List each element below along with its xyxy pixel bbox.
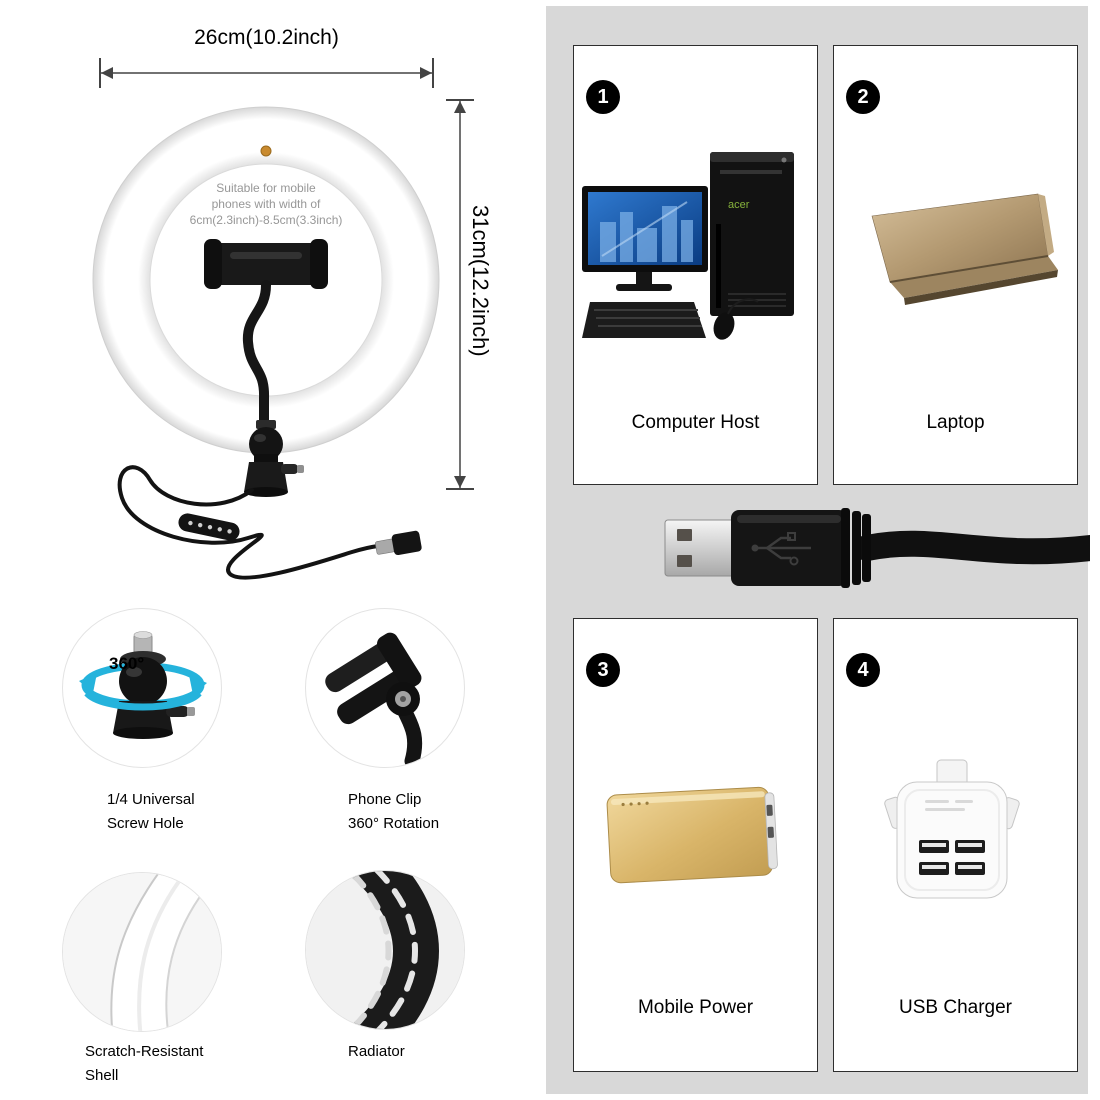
width-arrow-left: [101, 67, 113, 79]
number-badge-1: 1: [586, 80, 620, 114]
width-arrow-right: [420, 67, 432, 79]
number-badge-4: 4: [846, 653, 880, 687]
shell-illustration: [63, 873, 221, 1031]
feature-label-line: Shell: [85, 1067, 119, 1084]
compatibility-card-laptop: 2 Laptop: [833, 45, 1078, 485]
feature-label-screw-hole: 1/4 Universal Screw Hole: [107, 788, 195, 836]
card-label: Computer Host: [631, 412, 760, 433]
width-dimension-line: [99, 58, 434, 88]
laptop-photo: [842, 156, 1072, 346]
ring-light-illustration: [92, 58, 474, 580]
card-label: USB Charger: [899, 997, 1012, 1018]
height-dimension-line: [446, 99, 474, 490]
computer-host-photo: acer: [582, 144, 812, 359]
feature-label-line: Scratch-Resistant: [85, 1043, 204, 1060]
ring-note-line3: 6cm(2.3inch)-8.5cm(3.3inch): [189, 213, 343, 228]
ball-head-mount: [244, 420, 304, 497]
feature-label-shell: Scratch-Resistant Shell: [85, 1040, 203, 1088]
top-screw: [260, 145, 272, 157]
tower-brand-text: acer: [728, 199, 750, 211]
feature-label-line: 360° Rotation: [348, 815, 440, 832]
usb-cable-photo: [655, 498, 1100, 603]
card-label: Mobile Power: [637, 997, 754, 1018]
phone-clip-illustration: [325, 632, 423, 767]
feature-label-line: 1/4 Universal: [107, 791, 195, 808]
feature-label-radiator: Radiator: [348, 1040, 405, 1064]
feature-photo-shell: [62, 872, 222, 1032]
radiator-illustration: [306, 871, 464, 1029]
height-arrow-bottom: [454, 476, 466, 488]
feature-photo-phone-clip: [305, 608, 465, 768]
usb-charger-photo: [841, 734, 1071, 934]
width-dimension-label: 26cm(10.2inch): [194, 26, 339, 49]
gooseneck-arm: [242, 280, 271, 429]
card-label: Laptop: [926, 412, 985, 433]
compatibility-card-usb-charger: 4 USB Charger: [833, 618, 1078, 1072]
usb-plug-end: [375, 530, 422, 556]
number-badge-3: 3: [586, 653, 620, 687]
height-dimension-label: 31cm(12.2inch): [468, 205, 493, 357]
feature-label-line: Phone Clip: [348, 791, 422, 808]
feature-label-line: Radiator: [348, 1043, 405, 1060]
number-badge-2: 2: [846, 80, 880, 114]
feature-label-phone-clip: Phone Clip 360° Rotation: [348, 788, 439, 836]
feature-photo-screw-hole: 360°: [62, 608, 222, 768]
usb-ports: [919, 840, 985, 875]
feature-label-line: Screw Hole: [107, 815, 184, 832]
power-cable: [117, 465, 380, 580]
compatibility-card-mobile-power: 3: [573, 618, 818, 1072]
rotation-360-badge: 360°: [109, 654, 145, 673]
ball-head-360-illustration: [79, 631, 207, 739]
height-arrow-top: [454, 101, 466, 113]
ring-note-line2: phones with width of: [211, 197, 321, 212]
feature-photo-radiator: [305, 870, 465, 1030]
compatibility-card-computer-host: 1 acer: [573, 45, 818, 485]
ring-note-line1: Suitable for mobile: [216, 181, 316, 195]
ring-note: Suitable for mobile phones with width of…: [156, 180, 376, 229]
phone-clip-holder: [204, 239, 328, 289]
mobile-power-photo: [581, 739, 811, 939]
led-controller: [178, 513, 240, 541]
